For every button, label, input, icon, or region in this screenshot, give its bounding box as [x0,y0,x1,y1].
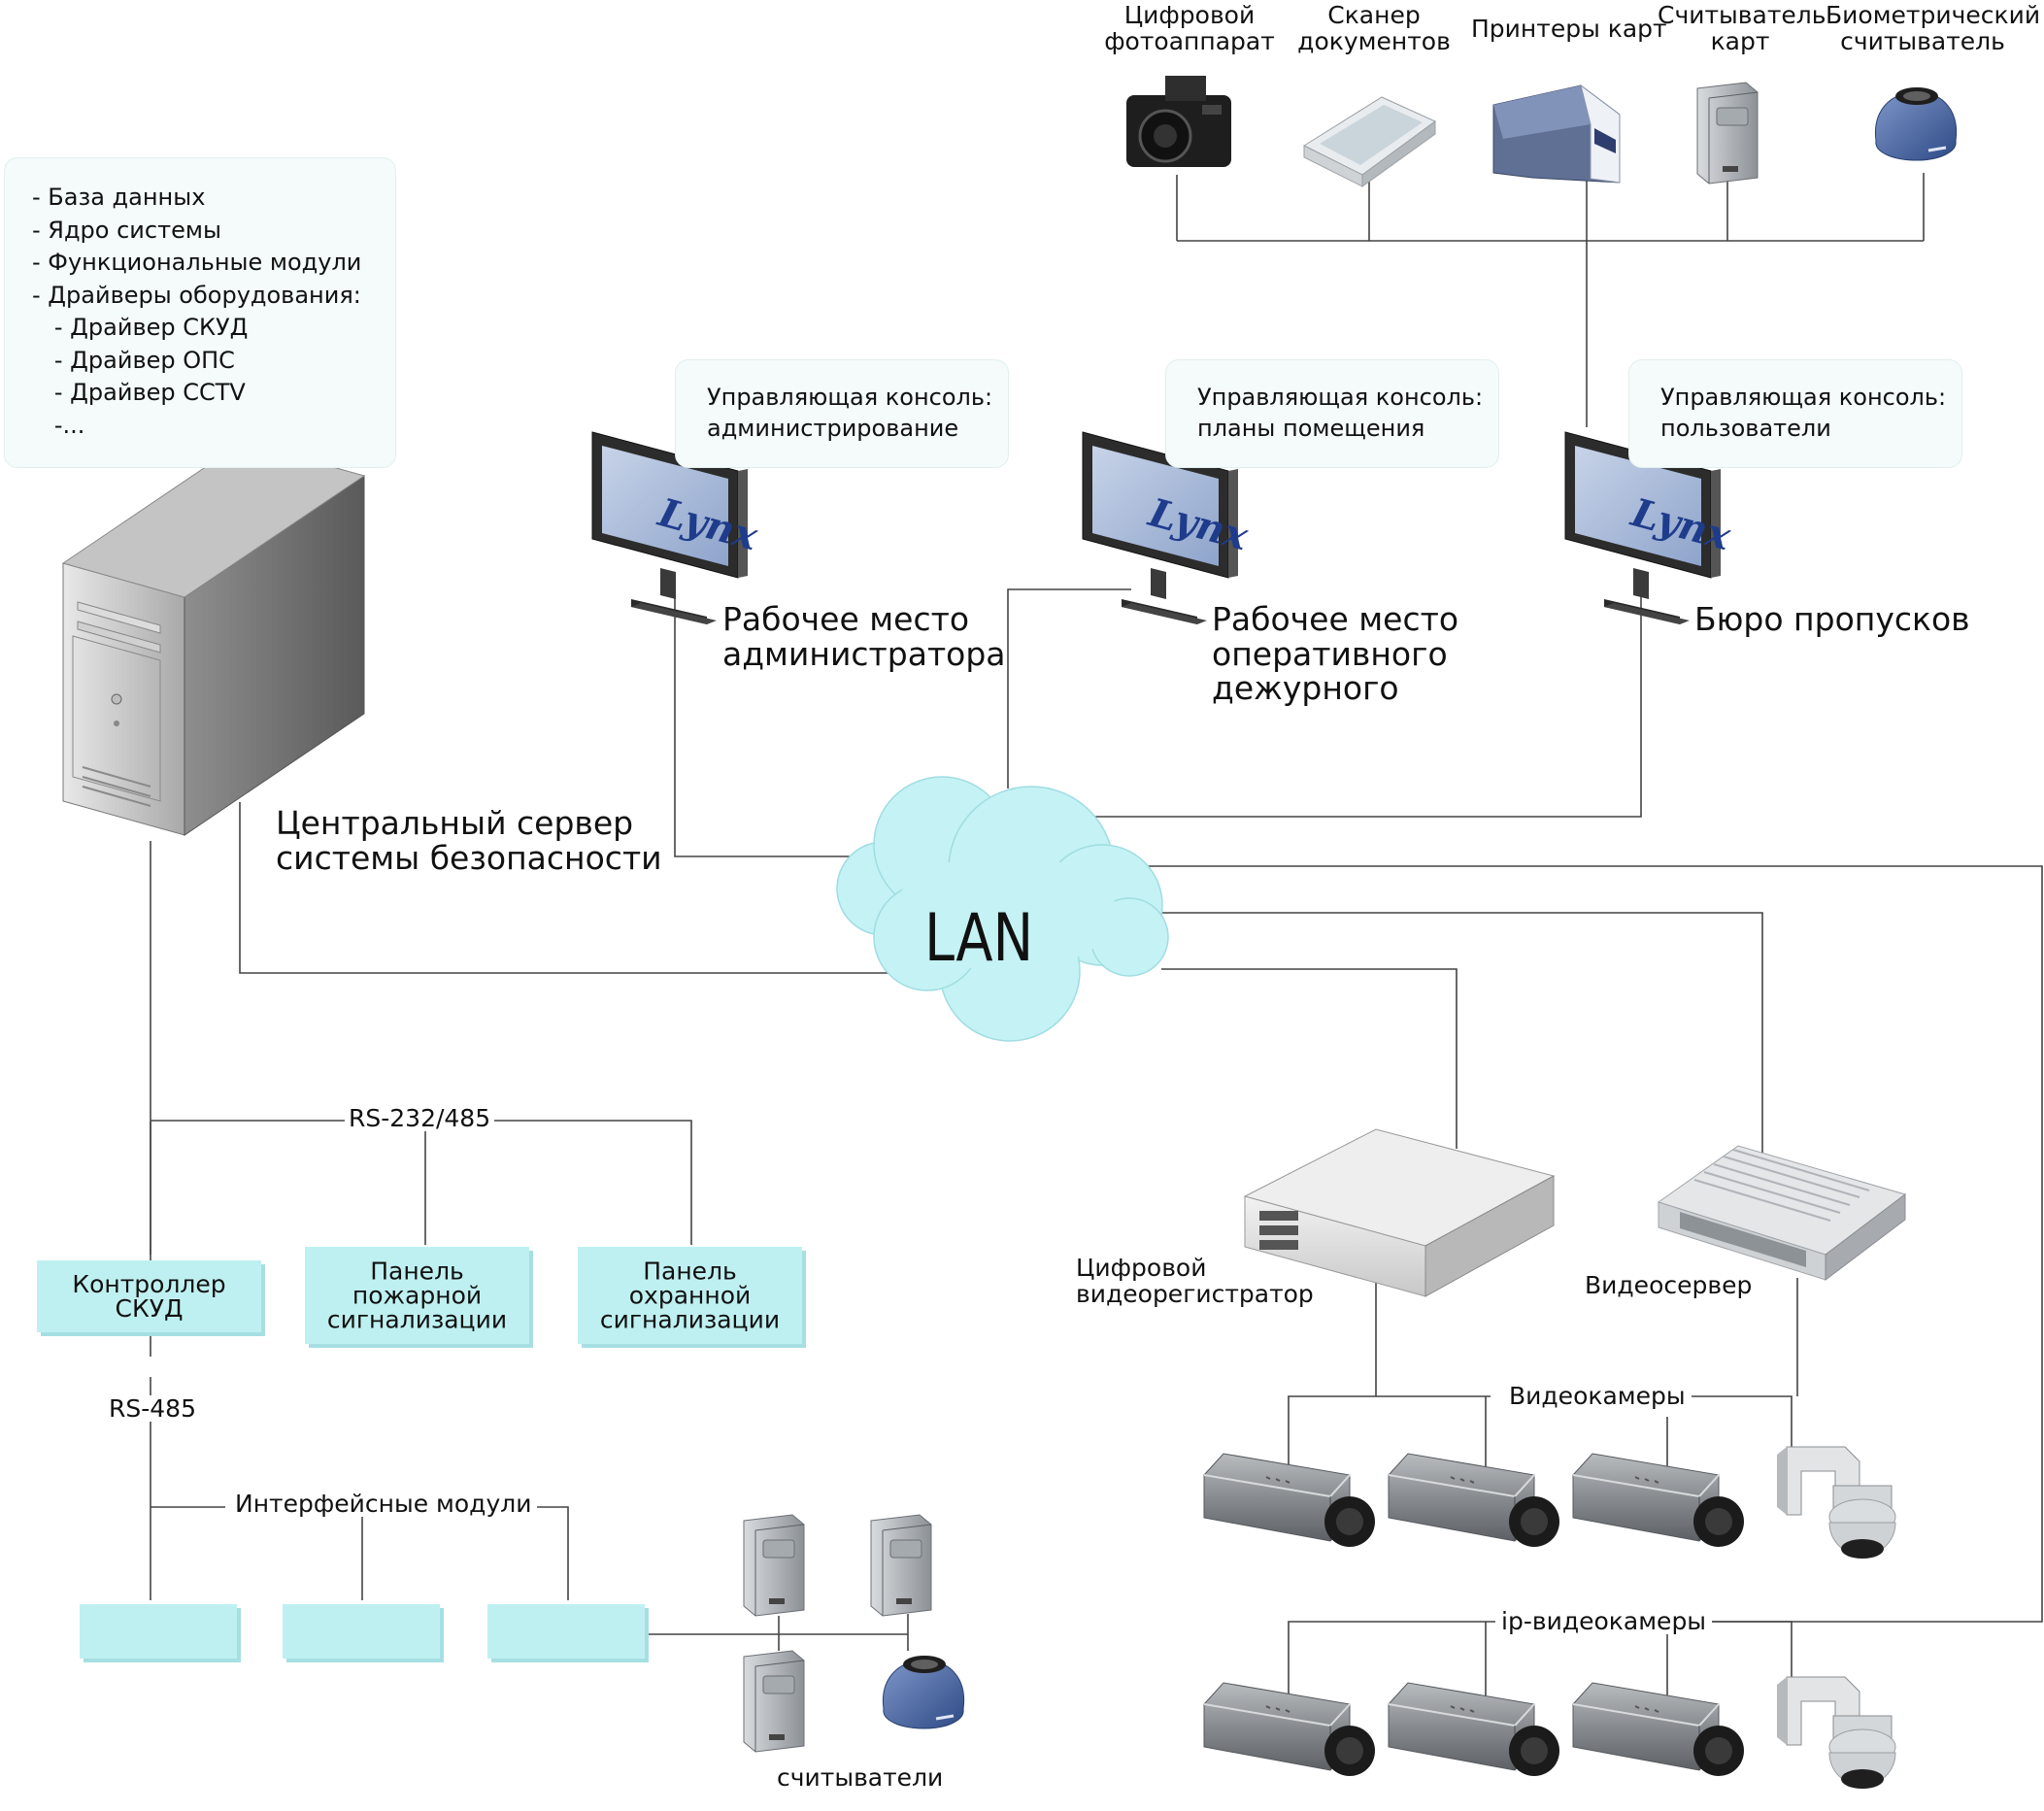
connection-lines [150,173,2043,1696]
module-item: - Функциональные модули [32,249,362,276]
dvr-icon [1243,1128,1556,1297]
line-lan-videoserver [1156,912,1763,1199]
card-printer-icon [1492,84,1621,184]
interface-modules-label: Интерфейсные модули [229,1491,538,1517]
videoserver-label: Видеосервер [1585,1271,1753,1299]
console-admin-bubble: Управляющая консоль: администрирование [675,359,1009,468]
modules-list: - База данных - Ядро системы - Функциональ… [32,182,361,442]
card-reader-icon [743,1650,805,1753]
video-camera-icon [1572,1453,1745,1548]
line-lan-dvr [1161,968,1458,1149]
monitor-bureau-icon: Lynx [1564,431,1736,625]
ip-camera-icon [1572,1682,1745,1777]
card-reader-icon [743,1514,805,1617]
videoserver-icon [1657,1145,1907,1282]
rs485-label: RS-485 [107,1394,198,1423]
ip-camera-icon [1388,1682,1560,1777]
console-subtitle: пользователи [1660,415,1831,442]
module-item: - Драйвер CCTV [32,379,246,406]
console-title: Управляющая консоль: [1660,384,1947,411]
ip-cameras-label: ip-видеокамеры [1495,1608,1713,1634]
peripheral-label-printer: Принтеры карт [1471,15,1667,43]
readers-label: считыватели [777,1763,944,1792]
ipcam-bus-left [1288,1621,1495,1696]
biometric-reader-icon [1873,85,1959,162]
cam-bus-right [1675,1395,1793,1453]
ip-camera-icon [1203,1682,1376,1777]
console-subtitle: планы помещения [1197,415,1425,442]
interface-module [283,1604,440,1659]
line-admin-lan [674,587,879,857]
panel-label: Контроллер СКУД [72,1270,226,1323]
server-tower-icon [61,441,366,836]
rs232-485-label: RS-232/485 [345,1105,495,1131]
module-item: - Драйвер ОПС [32,346,235,374]
video-camera-icon [1388,1453,1560,1548]
video-cameras-label: Видеокамеры [1503,1383,1692,1409]
workstation-bureau-label: Бюро пропусков [1694,600,1970,638]
video-camera-icon [1203,1453,1376,1548]
access-controller-panel: Контроллер СКУД [37,1260,261,1332]
biometric-reader-icon [881,1654,966,1730]
lan-cloud [836,776,1169,1042]
line-server-lan [239,802,888,974]
monitor-admin-icon: Lynx [591,431,763,625]
ip-dome-camera-icon [1776,1676,1896,1790]
module-item: -... [32,411,85,439]
module-item: - Ядро системы [32,216,221,244]
module-item: - База данных [32,184,206,211]
console-plans-bubble: Управляющая консоль: планы помещения [1165,359,1499,468]
line-lan-ipcams [1129,865,2043,1623]
console-title: Управляющая консоль: [707,384,993,411]
camera-icon [1126,76,1231,167]
console-title: Управляющая консоль: [1197,384,1484,411]
console-subtitle: администрирование [707,415,959,442]
line-duty-lan [1007,588,1131,788]
interface-module [80,1604,237,1659]
module-item: - Драйверы оборудования: [32,281,361,309]
dome-camera-icon [1776,1446,1896,1559]
cam-bus-left [1288,1395,1491,1468]
console-users-bubble: Управляющая консоль: пользователи [1628,359,1962,468]
monitor-duty-icon: Lynx [1082,431,1254,625]
lan-label: LAN [924,900,1034,977]
card-reader-icon [870,1514,932,1617]
module-item: - Драйвер СКУД [32,314,249,341]
server-modules-bubble: - База данных - Ядро системы - Функциональ… [4,157,396,468]
card-reader-icon [1696,82,1759,184]
interface-module [487,1604,645,1659]
scanner-icon [1302,96,1436,187]
line-bureau-lan [1068,594,1642,818]
